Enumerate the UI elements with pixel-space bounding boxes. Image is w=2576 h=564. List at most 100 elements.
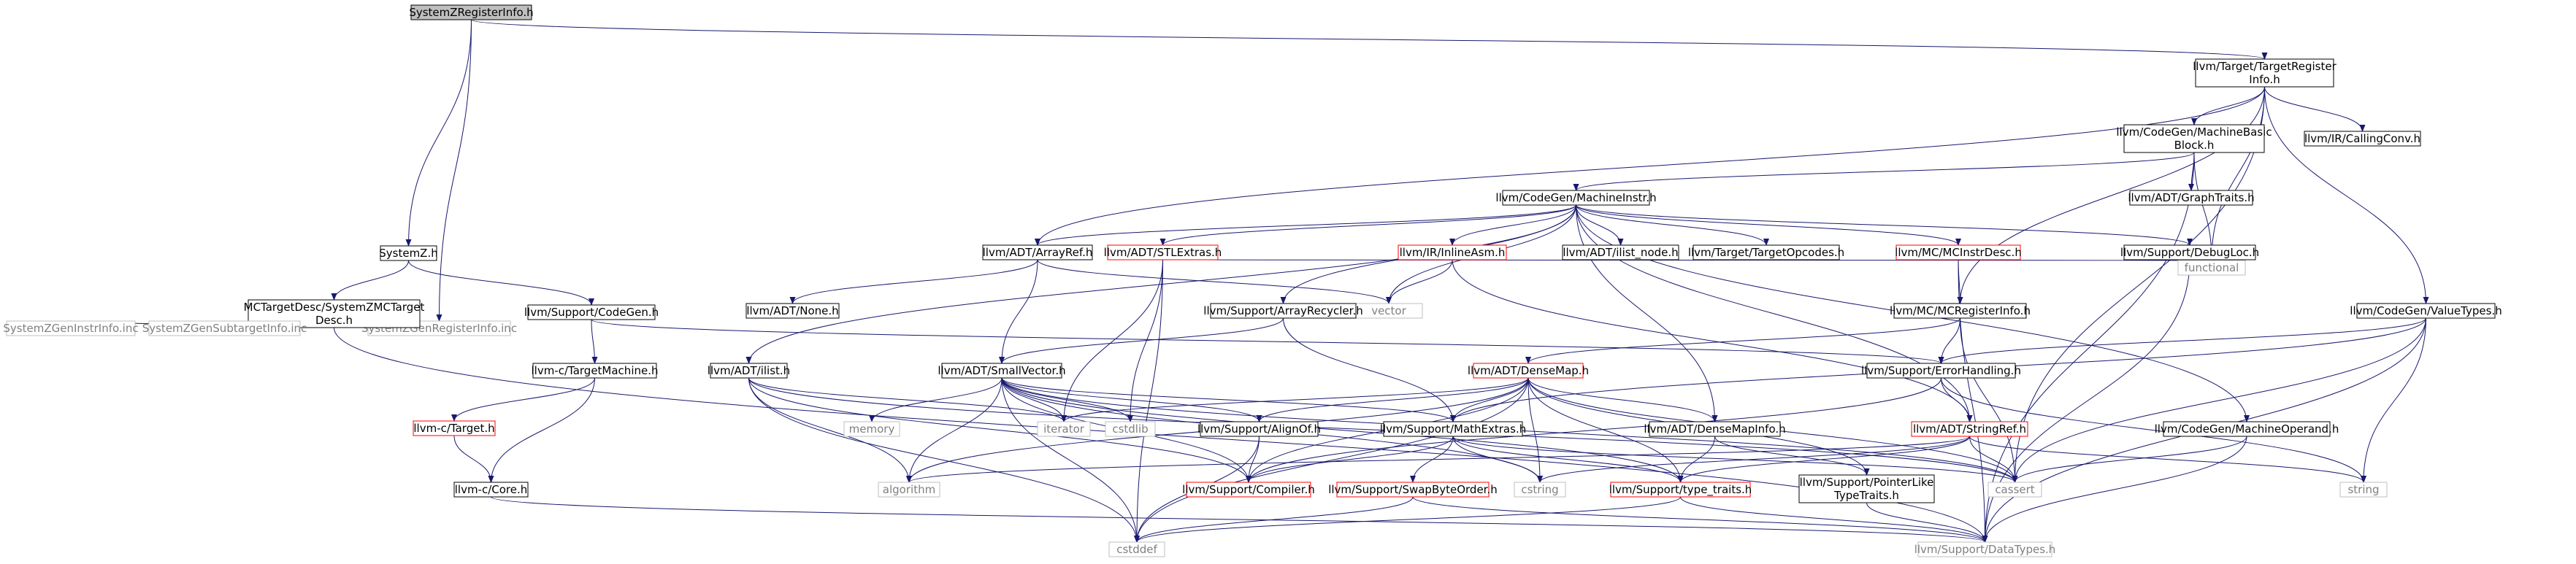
- edge-llvm_adt_ilist_h-to-iterator: [748, 377, 1067, 422]
- node-llvm_adt_stlextras_h[interactable]: llvm/ADT/STLExtras.h: [1104, 244, 1222, 260]
- node-box-llvm_support_type_traits_h: [1610, 482, 1751, 498]
- node-systemz_h[interactable]: SystemZ.h: [379, 245, 438, 261]
- edge-llvm_adt_densemap_h-to-llvm_support_alignof_h: [1256, 377, 1529, 422]
- node-llvm_adt_ilist_h[interactable]: llvm/ADT/ilist.h: [708, 363, 790, 379]
- node-label-llvm_target_targetregisterinfo_h-0: llvm/Target/TargetRegister: [2193, 60, 2337, 73]
- node-llvm_adt_smallvector_h[interactable]: llvm/ADT/SmallVector.h: [938, 363, 1066, 379]
- node-llvm_ir_callingconv_h[interactable]: llvm/IR/CallingConv.h: [2304, 131, 2421, 147]
- node-box-llvm_support_alignof_h: [1200, 421, 1319, 437]
- node-llvm_mc_mcregisterinfo_h[interactable]: llvm/MC/MCRegisterInfo.h: [1890, 303, 2031, 319]
- node-llvm_support_debugloc_h[interactable]: llvm/Support/DebugLoc.h: [2120, 244, 2259, 260]
- node-llvm_c_core_h[interactable]: llvm-c/Core.h: [453, 482, 529, 498]
- node-label-llvm_support_debugloc_h-0: llvm/Support/DebugLoc.h: [2120, 246, 2259, 259]
- node-llvm_support_datatypes_h[interactable]: llvm/Support/DataTypes.h: [1914, 541, 2056, 557]
- node-box-cstdlib: [1105, 421, 1156, 437]
- node-llvm_target_targetopcodes_h[interactable]: llvm/Target/TargetOpcodes.h: [1688, 244, 1844, 260]
- edge-llvm_adt_stringref_h-to-algorithm: [906, 436, 1970, 483]
- node-box-llvm_support_arrayrecycler_h: [1210, 303, 1357, 319]
- edge-llvm_codegen_machinebasicblock_h-to-functional: [2193, 152, 2215, 261]
- node-llvm_c_target_h[interactable]: llvm-c/Target.h: [413, 420, 496, 436]
- node-cstdlib[interactable]: cstdlib: [1105, 421, 1156, 437]
- node-box-llvm_support_compiler_h: [1186, 482, 1311, 498]
- node-llvm_adt_densemapinfo_h[interactable]: llvm/ADT/DenseMapInfo.h: [1644, 421, 1786, 437]
- node-box-llvm_codegen_valuetypes_h: [2356, 303, 2496, 319]
- node-functional[interactable]: functional: [2177, 260, 2246, 276]
- edge-llvm_adt_ilist_h-to-cassert: [748, 377, 2018, 483]
- edge-llvm_codegen_valuetypes_h-to-llvm_support_errorhandling_h: [1938, 317, 2426, 364]
- node-label-mctargetdesc_systemzmctargetdesc_h-1: Desc.h: [315, 314, 353, 327]
- edges-layer: [68, 19, 2429, 543]
- node-llvm_adt_densemap_h[interactable]: llvm/ADT/DenseMap.h: [1468, 363, 1589, 379]
- node-cassert[interactable]: cassert: [1987, 482, 2042, 498]
- node-memory[interactable]: memory: [843, 421, 900, 437]
- node-llvm_ir_inlineasm_h[interactable]: llvm/IR/InlineAsm.h: [1398, 244, 1507, 260]
- node-llvm_mc_mcinstrdesc_h[interactable]: llvm/MC/MCInstrDesc.h: [1895, 244, 2022, 260]
- node-llvm_support_type_traits_h[interactable]: llvm/Support/type_traits.h: [1609, 482, 1752, 498]
- node-cstring[interactable]: cstring: [1514, 482, 1566, 498]
- node-label-mctargetdesc_systemzmctargetdesc_h-0: MCTargetDesc/SystemZMCTarget: [244, 301, 425, 314]
- edge-llvm_adt_stlextras_h-to-cstddef: [1134, 259, 1163, 543]
- node-label-llvm_support_errorhandling_h-0: llvm/Support/ErrorHandling.h: [1861, 364, 2021, 377]
- node-llvm_support_alignof_h[interactable]: llvm/Support/AlignOf.h: [1197, 421, 1321, 437]
- edge-llvm_adt_densemap_h-to-cstddef: [1134, 377, 1529, 543]
- node-label-systemz_registerinfo_h-0: SystemZRegisterInfo.h: [409, 6, 533, 19]
- node-iterator[interactable]: iterator: [1037, 421, 1091, 437]
- edge-llvm_target_targetregisterinfo_h-to-cassert: [2012, 86, 2265, 483]
- node-label-llvm_adt_ilist_h-0: llvm/ADT/ilist.h: [708, 364, 790, 377]
- edge-llvm_adt_smallvector_h-to-llvm_support_type_traits_h: [1001, 377, 1684, 483]
- node-box-llvm_support_codegen_h: [527, 304, 656, 320]
- node-llvm_adt_ilist_node_h[interactable]: llvm/ADT/ilist_node.h: [1562, 244, 1679, 260]
- node-llvm_codegen_valuetypes_h[interactable]: llvm/CodeGen/ValueTypes.h: [2350, 303, 2502, 319]
- node-label-llvm_ir_callingconv_h-0: llvm/IR/CallingConv.h: [2304, 132, 2420, 145]
- node-llvm_support_mathextras_h[interactable]: llvm/Support/MathExtras.h: [1380, 421, 1526, 437]
- edge-llvm_adt_ilist_h-to-algorithm: [748, 377, 912, 483]
- edge-llvm_support_mathextras_h-to-cassert: [1452, 436, 2018, 483]
- node-string[interactable]: string: [2339, 482, 2388, 498]
- edge-llvm_support_errorhandling_h-to-llvm_support_compiler_h: [1246, 377, 1941, 483]
- node-box-llvm_c_core_h: [453, 482, 529, 498]
- node-label-llvm_codegen_machineinstr_h-0: llvm/CodeGen/MachineInstr.h: [1495, 191, 1656, 204]
- node-llvm_adt_stringref_h[interactable]: llvm/ADT/StringRef.h: [1911, 421, 2028, 437]
- node-llvm_adt_graphtraits_h[interactable]: llvm/ADT/GraphTraits.h: [2128, 190, 2255, 206]
- node-box-llvm_support_errorhandling_h: [1866, 363, 2016, 379]
- node-label-llvm_adt_stringref_h-0: llvm/ADT/StringRef.h: [1913, 422, 2026, 436]
- node-label-memory-0: memory: [849, 422, 895, 436]
- node-vector[interactable]: vector: [1354, 303, 1423, 319]
- edge-llvm_mc_mcregisterinfo_h-to-cassert: [1960, 317, 2018, 483]
- node-label-llvm_target_targetopcodes_h-0: llvm/Target/TargetOpcodes.h: [1688, 246, 1844, 259]
- edge-llvm_target_targetregisterinfo_h-to-llvm_ir_callingconv_h: [2264, 86, 2366, 132]
- node-algorithm[interactable]: algorithm: [878, 482, 940, 498]
- node-cstddef[interactable]: cstddef: [1108, 541, 1165, 557]
- node-llvm_codegen_machineoperand_h[interactable]: llvm/CodeGen/MachineOperand.h: [2155, 421, 2339, 437]
- node-llvm_support_errorhandling_h[interactable]: llvm/Support/ErrorHandling.h: [1861, 363, 2021, 379]
- node-llvm_support_swapbyteorder_h[interactable]: llvm/Support/SwapByteOrder.h: [1328, 482, 1498, 498]
- node-systemzgeninstrinfo_inc[interactable]: SystemZGenInstrInfo.inc: [3, 320, 139, 336]
- edge-llvm_codegen_machineinstr_h-to-llvm_target_targetopcodes_h: [1576, 204, 1769, 246]
- node-box-systemzgeninstrinfo_inc: [6, 320, 136, 336]
- edge-llvm_codegen_machineinstr_h-to-llvm_adt_densemapinfo_h: [1576, 204, 1718, 422]
- node-label-llvm_adt_stlextras_h-0: llvm/ADT/STLExtras.h: [1104, 246, 1222, 259]
- node-label-cstddef-0: cstddef: [1116, 543, 1157, 556]
- node-llvm_c_targetmachine_h[interactable]: llvm-c/TargetMachine.h: [531, 363, 659, 379]
- edge-llvm_support_mathextras_h-to-llvm_support_compiler_h: [1246, 436, 1454, 483]
- node-llvm_support_compiler_h[interactable]: llvm/Support/Compiler.h: [1182, 482, 1315, 498]
- node-label-llvm_support_pointerliketypetraits_h-0: llvm/Support/PointerLike: [1800, 476, 1934, 489]
- edge-llvm_target_targetregisterinfo_h-to-llvm_codegen_valuetypes_h: [2264, 86, 2429, 304]
- edge-llvm_adt_stringref_h-to-cstring: [1537, 436, 1970, 483]
- node-llvm_codegen_machineinstr_h[interactable]: llvm/CodeGen/MachineInstr.h: [1495, 190, 1657, 206]
- node-label-llvm_support_alignof_h-0: llvm/Support/AlignOf.h: [1197, 422, 1321, 436]
- edge-llvm_mc_mcregisterinfo_h-to-llvm_adt_densemap_h: [1525, 317, 1960, 364]
- node-systemzgensubtargetinfo_inc[interactable]: SystemZGenSubtargetInfo.inc: [142, 320, 307, 336]
- node-label-llvm_c_targetmachine_h-0: llvm-c/TargetMachine.h: [531, 364, 658, 377]
- node-box-llvm_ir_inlineasm_h: [1398, 244, 1507, 260]
- node-llvm_adt_none_h[interactable]: llvm/ADT/None.h: [745, 303, 840, 319]
- node-label-llvm_support_swapbyteorder_h-0: llvm/Support/SwapByteOrder.h: [1328, 483, 1498, 496]
- node-llvm_support_codegen_h[interactable]: llvm/Support/CodeGen.h: [524, 304, 659, 320]
- edge-llvm_adt_ilist_h-to-cstddef: [748, 377, 1140, 543]
- node-llvm_support_arrayrecycler_h[interactable]: llvm/Support/ArrayRecycler.h: [1203, 303, 1363, 319]
- node-box-cstddef: [1108, 541, 1165, 557]
- node-llvm_adt_arrayref_h[interactable]: llvm/ADT/ArrayRef.h: [982, 244, 1093, 260]
